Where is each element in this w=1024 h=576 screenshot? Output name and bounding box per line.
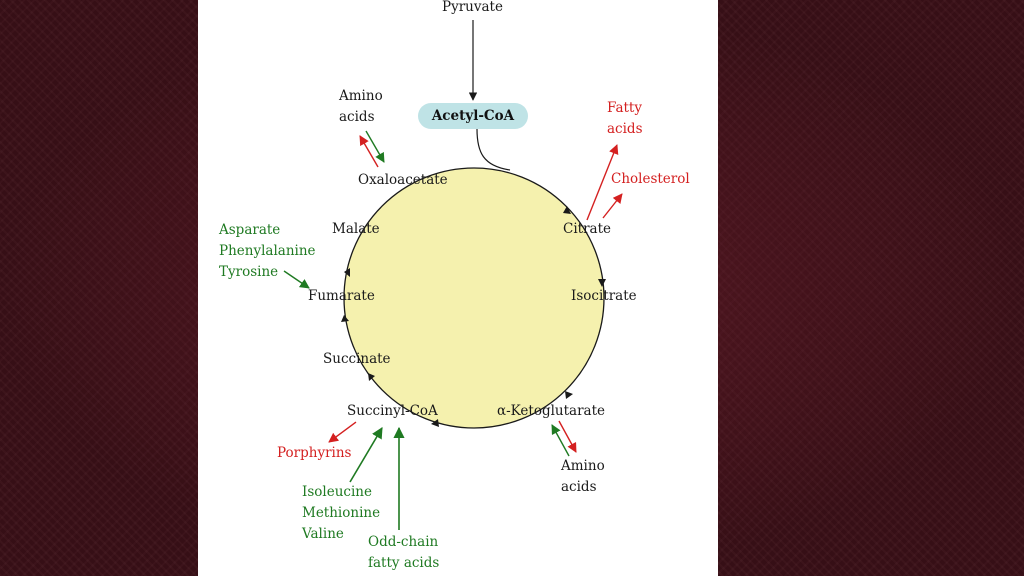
fatty-acids-label: Fatty acids (607, 98, 643, 140)
amino-acids-top-line-1: Amino (339, 88, 383, 104)
fumarate-sources-label: Asparate Phenylalanine Tyrosine (219, 220, 316, 283)
odd-chain-fatty-acids-label: Odd-chain fatty acids (368, 532, 439, 574)
amino-to-oxaloacetate-arrow (365, 130, 385, 163)
amino-acids-right-label: Amino acids (561, 456, 605, 498)
citrate-to-cholesterol-arrow (602, 193, 623, 219)
porphyrins-label: Porphyrins (277, 445, 352, 461)
amino-acids-top-line-2: acids (339, 109, 375, 125)
succinyl-source-2: Methionine (302, 505, 381, 521)
amino-acids-right-line-1: Amino (561, 458, 605, 474)
succinate-label: Succinate (323, 351, 391, 367)
arrowhead-to-ketoglutarate (565, 391, 573, 399)
malate-label: Malate (332, 221, 380, 237)
arrowhead-to-isocitrate (598, 279, 606, 287)
amino-acids-top-label: Amino acids (339, 86, 383, 128)
fumarate-source-2: Phenylalanine (219, 243, 316, 259)
oxaloacetate-label: Oxaloacetate (358, 172, 448, 188)
succinyl-coa-label: Succinyl-CoA (347, 403, 438, 419)
slide-panel: Pyruvate Acetyl-CoA Oxaloacetate Citrate… (198, 0, 718, 576)
alpha-ketoglutarate-label: α-Ketoglutarate (497, 403, 605, 419)
fumarate-label: Fumarate (308, 288, 375, 304)
citrate-label: Citrate (563, 221, 611, 237)
fatty-acids-line-2: acids (607, 121, 643, 137)
citrate-to-fatty-acids-arrow (586, 144, 619, 221)
cycle-circle (343, 167, 605, 429)
oxaloacetate-to-amino-arrow (359, 135, 379, 168)
arrowhead-to-malate (344, 268, 350, 277)
odd-chain-line-2: fatty acids (368, 555, 440, 571)
amino-to-ketoglutarate-arrow (551, 424, 570, 457)
succinyl-sources-label: Isoleucine Methionine Valine (302, 482, 380, 545)
arrowhead-to-succinyl-coa (431, 419, 439, 427)
fumarate-source-1: Asparate (219, 222, 281, 238)
arrowhead-to-fumarate (341, 315, 349, 322)
acetyl-entry-curve (476, 128, 511, 171)
succinyl-source-1: Isoleucine (302, 484, 372, 500)
amino-sources-to-succinyl-arrow (349, 427, 383, 483)
fatty-acids-line-1: Fatty (607, 100, 642, 116)
pyruvate-label: Pyruvate (442, 0, 503, 15)
arrowhead-to-succinate (368, 373, 375, 381)
krebs-cycle-diagram (283, 20, 623, 530)
acetyl-coa-badge: Acetyl-CoA (418, 103, 528, 129)
cholesterol-label: Cholesterol (611, 171, 690, 187)
odd-chain-line-1: Odd-chain (368, 534, 439, 550)
ketoglutarate-to-amino-arrow (558, 420, 577, 453)
arrowhead-to-citrate (563, 206, 571, 214)
sources-to-fumarate-arrow (283, 270, 310, 289)
amino-acids-right-line-2: acids (561, 479, 597, 495)
fumarate-source-3: Tyrosine (219, 264, 279, 280)
isocitrate-label: Isocitrate (571, 288, 637, 304)
cycle-arrowheads (341, 206, 606, 427)
succinyl-source-3: Valine (302, 526, 344, 542)
succinyl-to-porphyrins-arrow (328, 421, 357, 443)
